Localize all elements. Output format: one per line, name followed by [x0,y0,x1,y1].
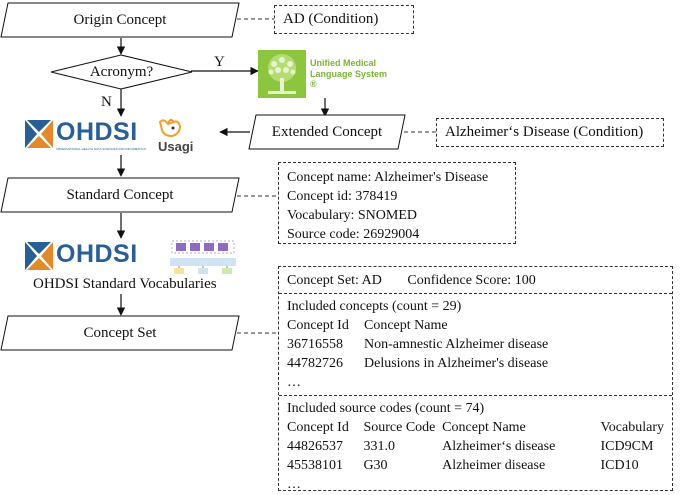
table-row: 36716558 Non-amnestic Alzheimer disease [287,335,548,354]
column-header: Concept Id [287,420,349,435]
table-cell: 44782726 [287,356,343,371]
table-cell: Non-amnestic Alzheimer disease [364,337,549,352]
column-header: Concept Name [442,420,526,435]
table-cell: ICD9CM [600,439,654,454]
origin-concept-label: Origin Concept [73,11,167,28]
acronym-label: Acronym? [89,63,154,80]
umls-tree-icon [258,50,306,98]
vocabulary-diagram-icon [170,240,236,274]
column-header: Concept Id [287,318,349,333]
table-cell: 45538101 [287,458,343,473]
extended-note-text: Alzheimer‘s Disease (Condition) [445,124,644,140]
rabbit-icon [158,118,182,138]
origin-concept-node: Origin Concept [0,2,240,38]
source-codes-table: Concept Id Source Code Concept Name Voca… [287,418,664,475]
vocabulary-line: Vocabulary: SNOMED [287,208,418,223]
ellipsis: … [287,375,301,390]
table-row: 44826537 331.0 Alzheimer‘s disease ICD9C… [287,437,664,456]
included-concepts-table: Concept Id Concept Name 36716558 Non-amn… [287,316,548,373]
usagi-logo: Usagi [158,118,218,156]
table-cell: 36716558 [287,337,343,352]
concept-set-node: Concept Set [0,315,240,351]
ellipsis: … [287,477,301,492]
concept-set-header: Concept Set: AD Confidence Score: 100 [287,271,664,290]
acronym-decision: Acronym? [49,54,194,90]
table-row: 45538101 G30 Alzheimer disease ICD10 [287,456,664,475]
table-cell: G30 [363,458,388,473]
ohdsi-vocab-wordmark: OHDSI [56,240,138,268]
ohdsi-vocab-logo: OHDSI [25,240,155,276]
source-code-line: Source code: 26929004 [287,227,420,242]
standard-concept-node: Standard Concept [0,177,240,213]
extended-concept-node: Extended Concept [248,114,406,150]
origin-note-text: AD (Condition) [283,11,379,27]
concept-name-line: Concept name: Alzheimer's Disease [287,170,489,185]
extended-concept-label: Extended Concept [271,123,383,140]
confidence-score: Confidence Score: 100 [407,273,536,288]
table-cell: 44826537 [287,439,343,454]
source-codes-title: Included source codes (count = 74) [287,401,485,416]
concept-id-line: Concept id: 378419 [287,189,398,204]
header-divider [279,293,672,294]
column-header: Source Code [363,420,436,435]
umls-line2: Language System ® [310,69,388,89]
umls-logo: Unified Medical Language System ® [258,50,390,98]
extended-note: Alzheimer‘s Disease (Condition) [436,118,664,147]
umls-line1: Unified Medical [310,58,377,68]
usagi-wordmark: Usagi [158,139,194,154]
concept-set-box: Concept Set: AD Confidence Score: 100 In… [278,266,673,492]
vocabularies-caption: OHDSI Standard Vocabularies [33,276,217,292]
concept-set-name: Concept Set: AD [287,273,382,288]
table-row: 44782726 Delusions in Alzheimer's diseas… [287,354,548,373]
ohdsi-wordmark: OHDSI [56,118,138,146]
column-header: Concept Name [364,318,448,333]
no-label: N [101,94,112,110]
ohdsi-logo: OHDSI OBSERVATIONAL HEALTH DATA SCIENCES… [25,118,155,154]
table-cell: Alzheimer disease [442,458,546,473]
table-header-row: Concept Id Source Code Concept Name Voca… [287,418,664,437]
concept-set-label: Concept Set [83,324,157,341]
standard-details-box: Concept name: Alzheimer's Disease Concep… [278,162,516,244]
ohdsi-mark-icon [25,120,53,148]
table-cell: Alzheimer‘s disease [442,439,556,454]
table-cell: ICD10 [600,458,639,473]
ohdsi-tagline: OBSERVATIONAL HEALTH DATA SCIENCES AND I… [56,147,146,151]
yes-label: Y [214,54,225,70]
origin-note: AD (Condition) [274,5,414,34]
ohdsi-mark-icon [25,242,53,270]
table-cell: Delusions in Alzheimer's disease [364,356,549,371]
column-header: Vocabulary [600,420,665,435]
section-divider [279,395,672,396]
included-concepts-title: Included concepts (count = 29) [287,299,462,314]
table-header-row: Concept Id Concept Name [287,316,548,335]
table-cell: 331.0 [363,439,395,454]
standard-concept-label: Standard Concept [66,186,174,203]
